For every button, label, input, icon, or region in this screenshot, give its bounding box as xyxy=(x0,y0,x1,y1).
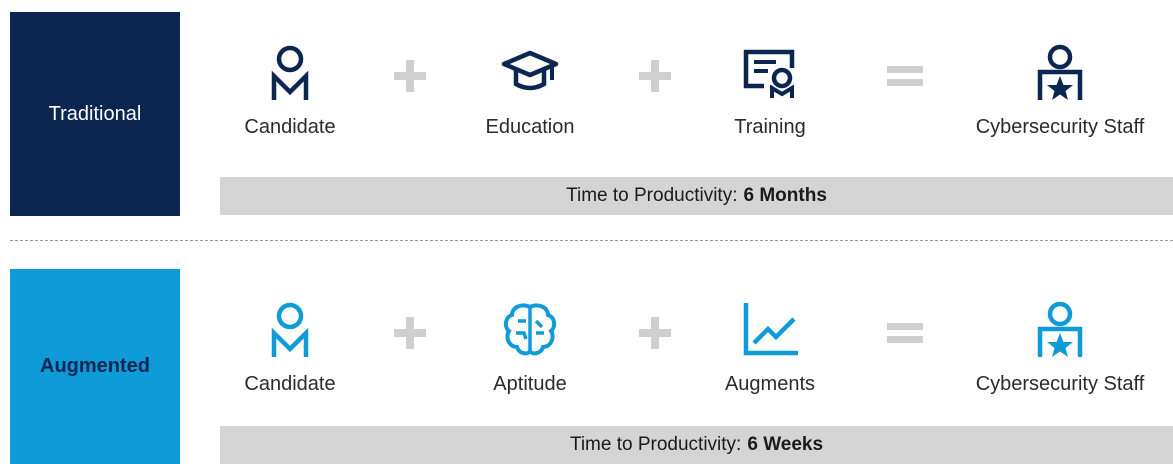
step-caption: Education xyxy=(485,116,575,138)
augmented-row: Augmented Candidate Aptitude Augments xyxy=(0,269,1173,464)
time-label: Time to Productivity: xyxy=(566,185,738,206)
trend-chart-icon xyxy=(743,303,798,356)
section-divider xyxy=(10,240,1173,241)
person-icon xyxy=(271,302,309,357)
step-caption: Training xyxy=(734,116,806,138)
time-to-productivity-bar: Time to Productivity: 6 Weeks xyxy=(220,426,1173,464)
traditional-label: Traditional xyxy=(10,12,180,216)
time-to-productivity-bar: Time to Productivity: 6 Months xyxy=(220,177,1173,215)
step-caption: Aptitude xyxy=(493,373,567,395)
plus-icon xyxy=(394,60,426,92)
step-caption: Candidate xyxy=(244,116,336,138)
step-candidate: Candidate xyxy=(200,42,380,139)
step-education: Education xyxy=(440,42,620,139)
traditional-row: Traditional Candidate Education Training xyxy=(0,12,1173,216)
plus-icon xyxy=(639,60,671,92)
step-cybersecurity-staff: Cybersecurity Staff xyxy=(970,299,1150,396)
person-icon xyxy=(271,45,309,100)
equals-icon xyxy=(887,66,923,86)
step-candidate: Candidate xyxy=(200,299,380,396)
augmented-label: Augmented xyxy=(10,269,180,464)
step-augments: Augments xyxy=(680,299,860,396)
staff-badge-icon xyxy=(1037,44,1083,100)
equals-icon xyxy=(887,323,923,343)
step-training: Training xyxy=(680,42,860,139)
step-caption: Augments xyxy=(724,373,816,395)
step-caption: Candidate xyxy=(244,373,336,395)
graduation-cap-icon xyxy=(501,50,559,91)
time-value: 6 Months xyxy=(743,185,827,206)
certificate-icon xyxy=(743,49,795,98)
step-aptitude: Aptitude xyxy=(440,299,620,396)
time-value: 6 Weeks xyxy=(747,434,824,455)
staff-badge-icon xyxy=(1037,301,1083,357)
brain-icon xyxy=(503,303,557,356)
step-caption: Cybersecurity Staff xyxy=(975,116,1145,138)
time-label: Time to Productivity: xyxy=(569,434,742,455)
plus-icon xyxy=(639,317,671,349)
plus-icon xyxy=(394,317,426,349)
step-cybersecurity-staff: Cybersecurity Staff xyxy=(970,42,1150,139)
step-caption: Cybersecurity Staff xyxy=(975,373,1145,395)
